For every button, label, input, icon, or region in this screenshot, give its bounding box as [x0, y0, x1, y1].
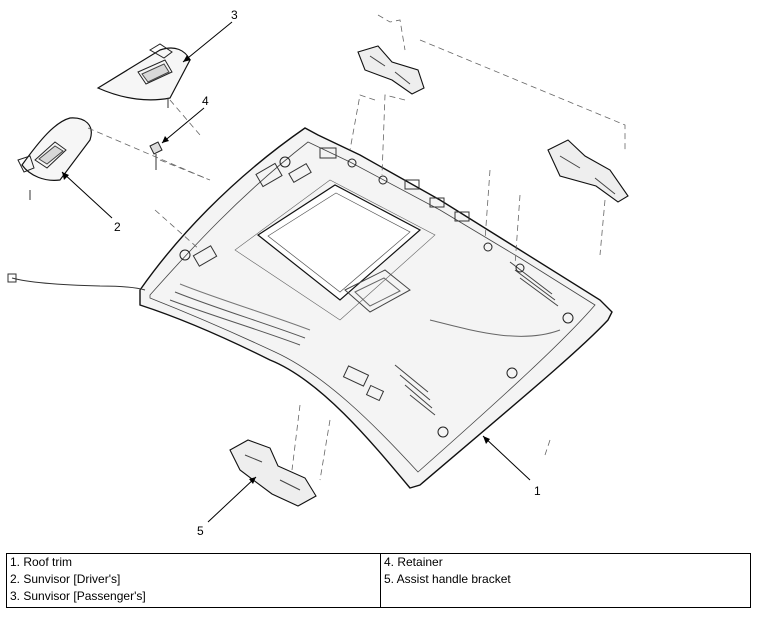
sunvisor-passenger-part [96, 43, 191, 108]
roof-trim-part [7, 127, 613, 489]
legend-item-sunvisor-driver: 2. Sunvisor [Driver's] [10, 572, 121, 586]
retainer-part [149, 141, 163, 170]
parts-legend-table: 1. Roof trim 2. Sunvisor [Driver's] 3. S… [6, 553, 751, 608]
legend-item-assist-handle-bracket: 5. Assist handle bracket [384, 572, 511, 586]
sunvisor-driver-part [17, 117, 92, 200]
explode-lines [87, 14, 626, 481]
legend-right-column: 4. Retainer 5. Assist handle bracket [381, 554, 751, 608]
legend-item-retainer: 4. Retainer [384, 555, 443, 569]
assist-handle-bracket-top-right [547, 139, 629, 203]
roof-trim-exploded-diagram: 3 4 2 1 5 [7, 8, 629, 538]
leader-lines [61, 21, 531, 523]
legend-item-roof-trim: 1. Roof trim [10, 555, 73, 569]
legend-item-sunvisor-passenger: 3. Sunvisor [Passenger's] [10, 589, 146, 603]
assist-handle-bracket-bottom [229, 439, 317, 507]
callout-2: 2 [114, 220, 121, 234]
callout-5: 5 [197, 524, 204, 538]
callout-1: 1 [534, 484, 541, 498]
callout-3: 3 [231, 8, 238, 22]
leader-arrowheads [62, 55, 490, 484]
assist-handle-bracket-top-left [357, 45, 425, 95]
legend-left-column: 1. Roof trim 2. Sunvisor [Driver's] 3. S… [6, 553, 381, 608]
callout-4: 4 [202, 94, 209, 108]
